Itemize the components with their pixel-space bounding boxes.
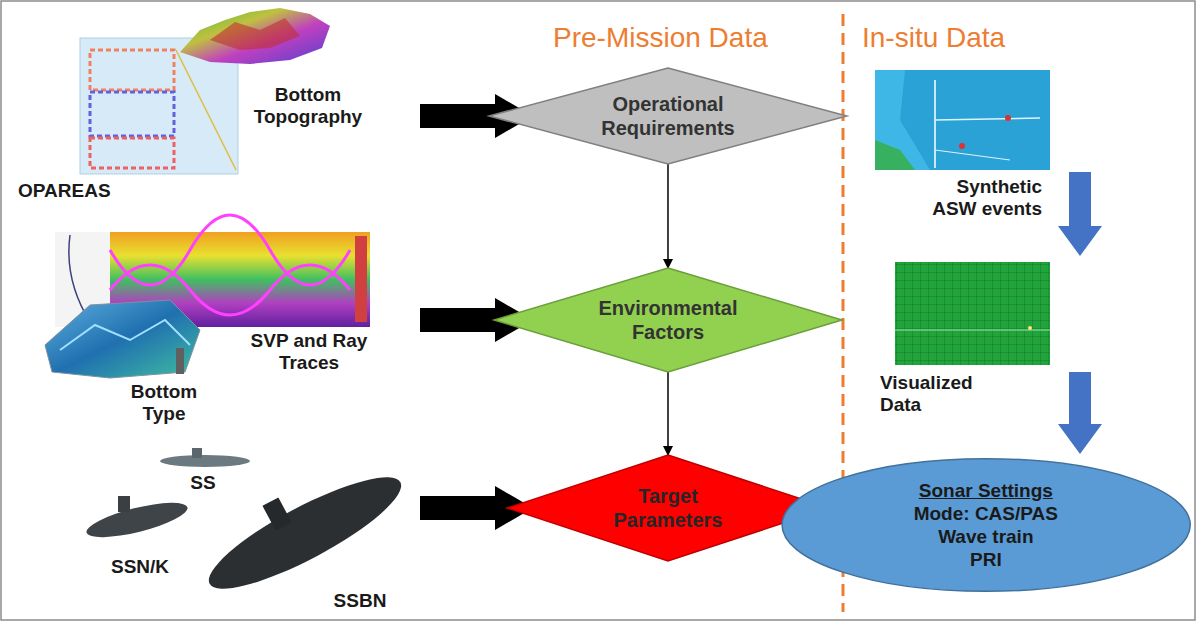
node-content: Environmental Factors [588, 296, 748, 344]
image-label: Synthetic ASW events [912, 176, 1042, 220]
image-label: Visualized Data [880, 372, 992, 416]
node-content: Target Parameters [593, 484, 743, 532]
node-title: Target Parameters [593, 484, 743, 532]
shape-outline [489, 68, 847, 164]
image-label: SSBN [320, 590, 400, 612]
submarine-ssn [84, 496, 191, 544]
node-text: Mode: CAS/PAS [866, 502, 1106, 525]
flow-connector [667, 164, 669, 268]
node-title: Operational Requirements [593, 92, 743, 140]
image-label: SSN/K [100, 556, 180, 578]
section-heading: Pre-Mission Data [553, 22, 813, 53]
flow-arrows [1058, 172, 1102, 454]
shape-outline [507, 455, 829, 561]
visualized-data-image [895, 262, 1050, 365]
node-content: Operational Requirements [593, 92, 743, 140]
node-text: Wave train [866, 525, 1106, 548]
node-content: Sonar SettingsMode: CAS/PASWave trainPRI [866, 479, 1106, 571]
decision-diamond: Operational Requirements [489, 68, 847, 164]
decision-diamond: Environmental Factors [494, 268, 842, 372]
image-label: Bottom Type [122, 381, 206, 425]
bottom-type-image [45, 300, 200, 378]
input-arrows [420, 94, 533, 530]
image-label: SS [183, 472, 223, 494]
decision-diamond: Target Parameters [507, 455, 829, 561]
flow-connector [667, 372, 669, 455]
submarine-ssbn [197, 459, 412, 606]
image-label: Bottom Topography [243, 84, 373, 128]
settings-ellipse: Sonar SettingsMode: CAS/PASWave trainPRI [780, 458, 1192, 592]
section-heading: In-situ Data [862, 22, 1082, 53]
shape-outline [780, 458, 1192, 592]
node-text: PRI [866, 548, 1106, 571]
synthetic-asw-image [875, 70, 1050, 170]
node-title: Sonar Settings [866, 479, 1106, 502]
submarine-ss [160, 448, 250, 467]
shape-outline [494, 268, 842, 372]
topography-image [180, 8, 330, 64]
image-label: SVP and Ray Traces [250, 330, 368, 374]
image-label: OPAREAS [18, 180, 148, 202]
node-title: Environmental Factors [588, 296, 748, 344]
